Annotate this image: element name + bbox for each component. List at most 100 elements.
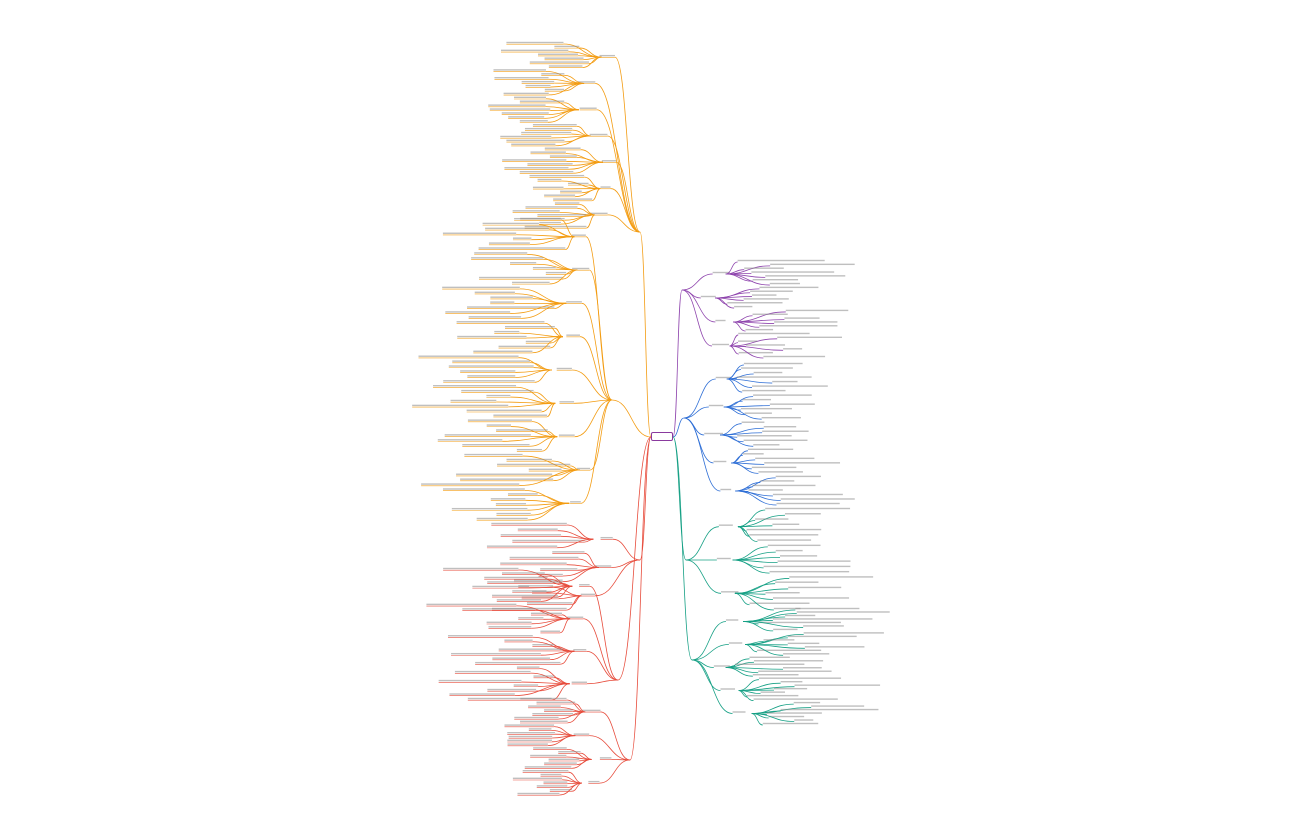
branch-4-leaf-11[interactable] (507, 739, 552, 743)
branch-6-leaf-20[interactable] (742, 453, 764, 455)
branch-1-leaf-1[interactable] (482, 222, 539, 226)
branch-3-leaf-3[interactable] (487, 581, 563, 584)
branch-6-leaf-31[interactable] (776, 502, 840, 505)
branch-1-leaf-45[interactable] (437, 439, 503, 442)
branch-1-leaf-54[interactable] (421, 483, 520, 487)
branch-0-leaf-46[interactable] (539, 221, 561, 225)
branch-3-leaf-15[interactable] (447, 635, 533, 638)
branch-6-leaf-23[interactable] (751, 466, 797, 469)
branch-2-leaf-1[interactable] (517, 528, 558, 532)
branch-0-leaf-24[interactable] (500, 135, 552, 139)
branch-5-leaf-10[interactable] (743, 298, 789, 300)
branch-5-leaf-15[interactable] (784, 317, 820, 319)
branch-8-leaf-13[interactable] (783, 653, 830, 655)
branch-5-leaf-0[interactable] (737, 259, 825, 262)
branch-0-leaf-5[interactable] (529, 61, 589, 65)
branch-1-leaf-41[interactable] (467, 419, 532, 423)
branch-1-leaf-32[interactable] (467, 375, 516, 378)
branch-1-leaf-49[interactable] (506, 458, 552, 462)
branch-3-leaf-27[interactable] (487, 688, 537, 692)
branch-3-leaf-13[interactable] (488, 626, 532, 629)
branch-6-leaf-26[interactable] (760, 480, 795, 482)
branch-7-leaf-14[interactable] (775, 581, 819, 583)
branch-8-leaf-20[interactable] (758, 677, 842, 679)
branch-1-leaf-44[interactable] (444, 434, 531, 437)
branch-1-leaf-50[interactable] (497, 463, 571, 467)
branch-0-leaf-31[interactable] (527, 163, 573, 166)
branch-0-leaf-13[interactable] (503, 92, 549, 96)
branch-1-leaf-47[interactable] (516, 448, 542, 452)
branch-1-leaf-9[interactable] (510, 262, 537, 265)
branch-3-leaf-12[interactable] (486, 621, 532, 625)
branch-6-leaf-15[interactable] (762, 430, 809, 433)
branch-1-leaf-57[interactable] (490, 498, 526, 501)
branch-1-leaf-53[interactable] (460, 478, 554, 482)
branch-1-leaf-59[interactable] (451, 507, 528, 511)
branch-4-leaf-14[interactable] (558, 751, 581, 754)
branch-1-leaf-43[interactable] (496, 429, 548, 432)
branch-1-leaf-35[interactable] (461, 389, 534, 393)
branch-0-leaf-42[interactable] (525, 206, 578, 209)
branch-0-hub-node-3[interactable] (589, 133, 608, 137)
branch-5-leaf-11[interactable] (727, 302, 783, 304)
branch-3-leaf-16[interactable] (504, 639, 533, 643)
branch-0-leaf-0[interactable] (506, 41, 564, 45)
branch-1-leaf-13[interactable] (512, 281, 550, 285)
branch-6-hub-node-3[interactable] (713, 460, 727, 463)
branch-1-leaf-55[interactable] (442, 488, 525, 491)
branch-4-leaf-18[interactable] (524, 766, 572, 769)
branch-0-leaf-4[interactable] (544, 57, 584, 61)
branch-3-hub-node-0[interactable] (579, 584, 590, 587)
branch-4-leaf-5[interactable] (514, 716, 559, 720)
branch-0-hub-node-5[interactable] (600, 186, 611, 190)
branch-0-leaf-16[interactable] (488, 104, 546, 108)
branch-1-leaf-34[interactable] (433, 385, 517, 388)
branch-7-leaf-13[interactable] (789, 576, 874, 578)
branch-6-leaf-24[interactable] (758, 471, 803, 473)
branch-2-leaf-2[interactable] (500, 534, 561, 537)
branch-8-leaf-21[interactable] (780, 680, 803, 683)
branch-7-leaf-18[interactable] (749, 602, 810, 605)
branch-1-hub-node-4[interactable] (556, 367, 572, 371)
branch-4-leaf-23[interactable] (536, 785, 568, 788)
branch-4-leaf-4[interactable] (532, 713, 573, 716)
branch-0-leaf-8[interactable] (541, 73, 565, 76)
branch-5-leaf-21[interactable] (738, 340, 758, 342)
branch-7-leaf-4[interactable] (746, 528, 822, 531)
branch-1-leaf-20[interactable] (468, 316, 522, 319)
branch-1-leaf-56[interactable] (507, 493, 538, 496)
branch-3-hub-node-3[interactable] (571, 681, 587, 685)
branch-3-leaf-21[interactable] (475, 661, 561, 665)
branch-6-leaf-4[interactable] (772, 380, 798, 383)
branch-0-leaf-23[interactable] (521, 131, 572, 135)
branch-4-leaf-12[interactable] (507, 743, 548, 747)
branch-5-hub-node-1[interactable] (700, 295, 716, 298)
branch-0-leaf-18[interactable] (501, 112, 549, 115)
branch-5-leaf-4[interactable] (765, 275, 846, 277)
branch-1-leaf-37[interactable] (450, 399, 497, 403)
branch-0-leaf-3[interactable] (538, 53, 579, 57)
branch-6-leaf-27[interactable] (752, 484, 816, 487)
branch-7-hub-node-2[interactable] (721, 591, 739, 593)
branch-3-leaf-9[interactable] (462, 608, 536, 611)
branch-0-leaf-25[interactable] (506, 139, 565, 143)
branch-8-hub-node-2[interactable] (713, 665, 730, 667)
branch-4-leaf-1[interactable] (536, 701, 576, 705)
branch-4-hub-node-1[interactable] (573, 733, 590, 737)
branch-0-leaf-14[interactable] (514, 96, 546, 100)
branch-8-hub-node-0[interactable] (725, 619, 739, 621)
branch-4-leaf-17[interactable] (544, 762, 577, 766)
branch-8-leaf-22[interactable] (794, 684, 881, 686)
branch-6-leaf-28[interactable] (748, 489, 783, 491)
branch-3-leaf-17[interactable] (532, 644, 555, 647)
branch-0-leaf-28[interactable] (530, 151, 566, 155)
branch-1-leaf-17[interactable] (490, 301, 515, 305)
branch-3-leaf-20[interactable] (492, 657, 551, 661)
branch-6-leaf-2[interactable] (753, 371, 783, 374)
branch-1-leaf-61[interactable] (476, 517, 528, 521)
branch-8-leaf-30[interactable] (766, 712, 822, 714)
branch-3-leaf-1[interactable] (502, 572, 545, 575)
branch-1-leaf-12[interactable] (479, 276, 564, 280)
branch-8-leaf-4[interactable] (758, 621, 841, 624)
branch-5-leaf-25[interactable] (763, 355, 826, 358)
